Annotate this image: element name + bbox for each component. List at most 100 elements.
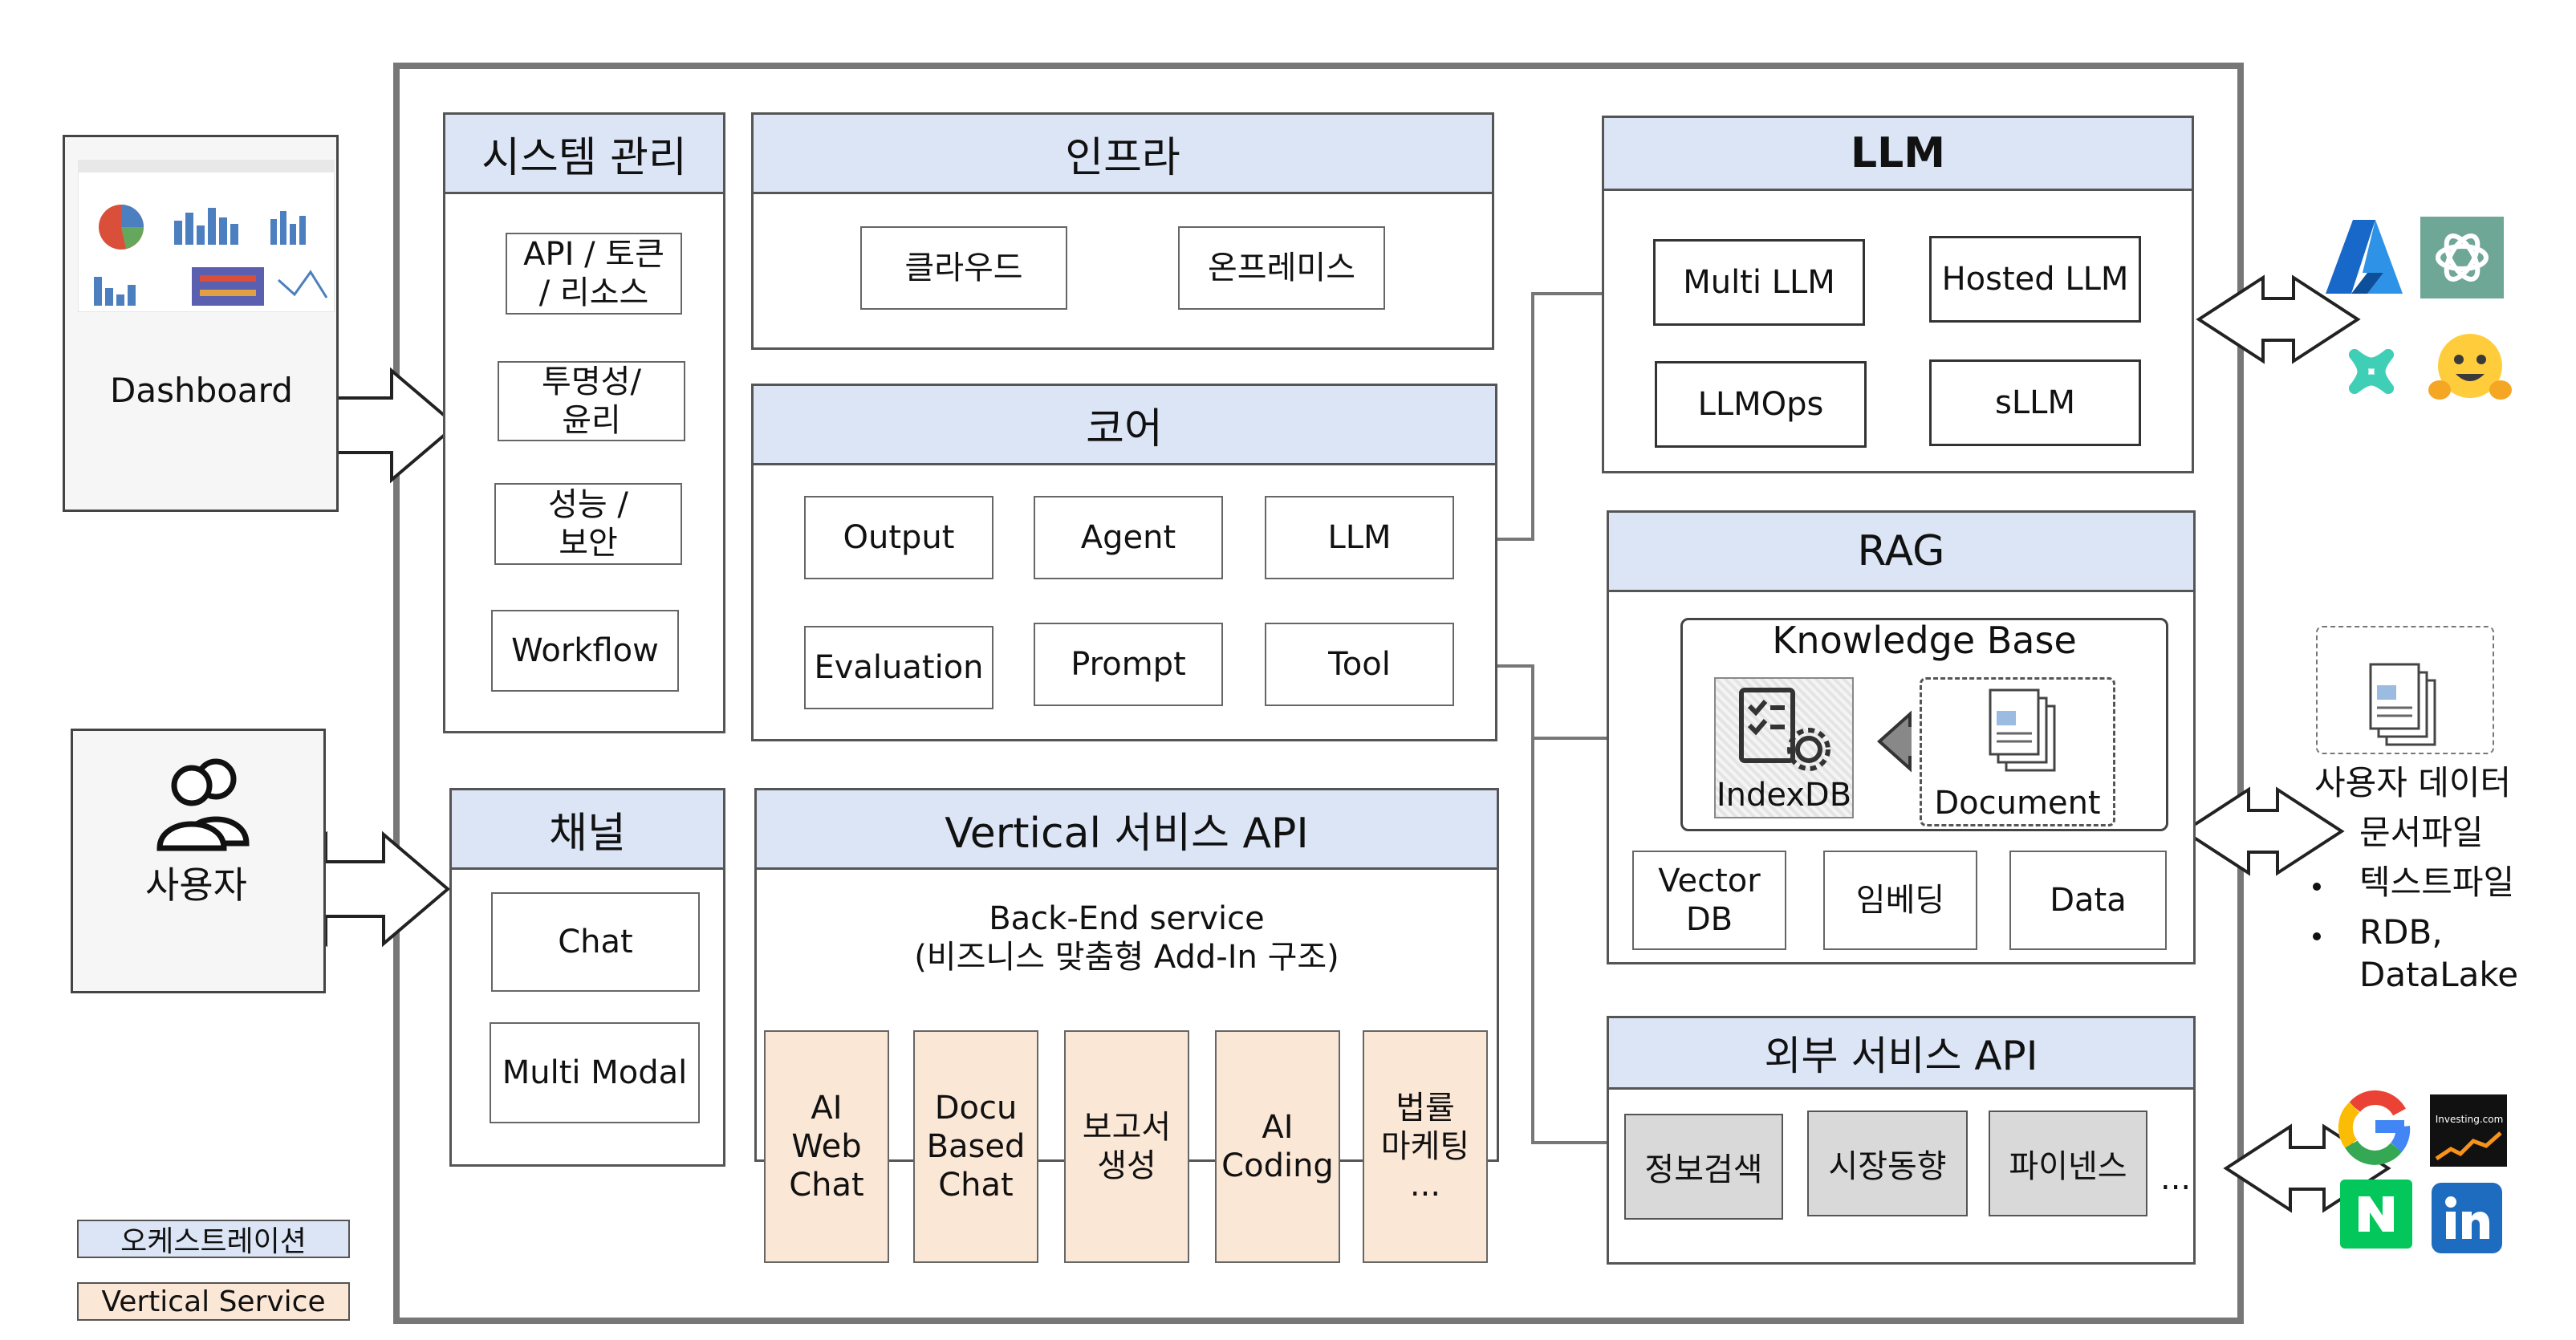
rag-vector-db-l2: DB xyxy=(1685,901,1733,938)
vertical-desc-1: Back-End service xyxy=(989,900,1265,937)
system-item-security-l2: 보안 xyxy=(559,525,618,562)
core-llm[interactable]: LLM xyxy=(1265,496,1454,579)
llm-title: LLM xyxy=(1604,118,2192,191)
knowledge-base-title: Knowledge Base xyxy=(1772,619,2077,662)
llm-multi[interactable]: Multi LLM xyxy=(1653,239,1865,326)
vs-docu-based-chat[interactable]: Docu Based Chat xyxy=(913,1030,1038,1263)
vs-ai-coding[interactable]: AI Coding xyxy=(1215,1030,1340,1263)
investing-chart-icon xyxy=(2435,1131,2502,1161)
channel-multimodal[interactable]: Multi Modal xyxy=(490,1022,700,1123)
huggingface-logo xyxy=(2428,334,2512,400)
core-prompt[interactable]: Prompt xyxy=(1034,623,1223,706)
google-logo xyxy=(2338,1090,2411,1165)
vs-legal-marketing-l3: ... xyxy=(1409,1167,1441,1204)
vs-legal-marketing-l2: 마케팅 xyxy=(1380,1128,1470,1165)
document-icon xyxy=(1989,688,2056,772)
naver-logo xyxy=(2340,1180,2412,1249)
infra-title: 인프라 xyxy=(754,115,1492,194)
vs-ai-web-chat-l1: AI xyxy=(811,1090,843,1127)
user-data-title: 사용자 데이터 xyxy=(2314,763,2512,802)
user-data-item-3: RDB, DataLake xyxy=(2359,912,2519,994)
platform-frame xyxy=(393,63,2244,1324)
rag-title: RAG xyxy=(1609,513,2193,592)
vs-ai-web-chat[interactable]: AI Web Chat xyxy=(764,1030,889,1263)
investing-logo: Investing.com xyxy=(2430,1094,2507,1167)
indexdb-box[interactable] xyxy=(1714,677,1854,818)
openai-logo xyxy=(2420,217,2504,298)
vs-docu-based-chat-l3: Chat xyxy=(938,1167,1014,1204)
document-label: Document xyxy=(1934,785,2101,822)
vertical-title: Vertical 서비스 API xyxy=(757,790,1497,870)
vs-docu-based-chat-l1: Docu xyxy=(934,1090,1018,1127)
external-title: 외부 서비스 API xyxy=(1609,1018,2193,1090)
left-arrow-icon xyxy=(1877,710,1912,773)
system-item-ethics[interactable]: 투명성/ 윤리 xyxy=(498,361,685,441)
llm-ops[interactable]: LLMOps xyxy=(1655,361,1867,448)
investing-text: Investing.com xyxy=(2435,1114,2504,1125)
external-search[interactable]: 정보검색 xyxy=(1624,1114,1783,1220)
claude-like-logo xyxy=(2349,349,2394,394)
system-title: 시스템 관리 xyxy=(445,115,723,194)
system-item-api-l1: API / 토큰 xyxy=(523,236,664,273)
infra-onprem[interactable]: 온프레미스 xyxy=(1178,226,1385,310)
system-item-workflow[interactable]: Workflow xyxy=(491,610,679,692)
user-icon xyxy=(156,758,250,851)
vs-ai-web-chat-l2: Web xyxy=(791,1128,862,1165)
system-item-ethics-l2: 윤리 xyxy=(562,402,621,439)
core-agent[interactable]: Agent xyxy=(1034,496,1223,579)
user-data-item-1: 문서파일 xyxy=(2359,813,2484,852)
core-evaluation[interactable]: Evaluation xyxy=(804,626,993,709)
core-tool[interactable]: Tool xyxy=(1265,623,1454,706)
llm-hosted[interactable]: Hosted LLM xyxy=(1929,236,2141,323)
user-data-doc-icon xyxy=(2369,663,2436,746)
llm-sllm[interactable]: sLLM xyxy=(1929,359,2141,446)
azure-logo xyxy=(2326,220,2403,294)
system-item-api[interactable]: API / 토큰 / 리소스 xyxy=(506,233,682,315)
user-data-item-2: 텍스트파일 xyxy=(2359,863,2515,902)
external-finance[interactable]: 파이넨스 xyxy=(1989,1111,2147,1216)
user-label: 사용자 xyxy=(145,863,247,907)
system-item-security[interactable]: 성능 / 보안 xyxy=(494,483,682,565)
system-item-api-l2: / 리소스 xyxy=(538,274,649,311)
llm-logos-arrow xyxy=(2196,274,2361,364)
system-item-workflow-label: Workflow xyxy=(511,632,659,669)
vs-legal-marketing[interactable]: 법률 마케팅 ... xyxy=(1363,1030,1488,1263)
user-panel[interactable]: 사용자 xyxy=(71,729,326,993)
openai-knot-icon xyxy=(2436,233,2489,282)
external-more: ... xyxy=(2160,1160,2192,1197)
external-market[interactable]: 시장동향 xyxy=(1807,1111,1968,1216)
rag-vector-db-l1: Vector xyxy=(1658,863,1761,899)
bullet-icon xyxy=(2313,932,2321,940)
channel-chat[interactable]: Chat xyxy=(491,892,700,992)
connector-tool-external xyxy=(1531,738,1610,1144)
vs-ai-web-chat-l3: Chat xyxy=(789,1167,864,1204)
system-item-security-l1: 성능 / xyxy=(548,486,628,523)
vs-legal-marketing-l1: 법률 xyxy=(1396,1090,1455,1127)
legend-orchestration: 오케스트레이션 xyxy=(77,1220,350,1258)
vs-docu-based-chat-l2: Based xyxy=(926,1128,1026,1165)
indexdb-label: IndexDB xyxy=(1716,777,1852,814)
infra-cloud[interactable]: 클라우드 xyxy=(860,226,1067,310)
linkedin-in-icon xyxy=(2445,1196,2489,1239)
rag-vector-db[interactable]: Vector DB xyxy=(1632,851,1786,950)
legend-vertical-service: Vertical Service xyxy=(77,1282,350,1321)
vs-report-l2: 생성 xyxy=(1097,1147,1156,1184)
user-data-panel[interactable] xyxy=(2316,626,2494,754)
rag-data[interactable]: Data xyxy=(2009,851,2167,950)
vs-report[interactable]: 보고서 생성 xyxy=(1064,1030,1189,1263)
vs-report-l1: 보고서 xyxy=(1082,1109,1172,1146)
vs-ai-coding-l1: AI xyxy=(1262,1109,1294,1146)
core-output[interactable]: Output xyxy=(804,496,993,579)
vertical-desc-2: (비즈니스 맞춤형 Add-In 구조) xyxy=(914,939,1339,976)
rag-embedding[interactable]: 임베딩 xyxy=(1823,851,1977,950)
linkedin-logo xyxy=(2432,1183,2502,1253)
rag-userdata-arrow xyxy=(2181,786,2345,876)
dashboard-panel[interactable]: Dashboard xyxy=(63,135,339,512)
core-title: 코어 xyxy=(754,386,1495,465)
naver-n-icon xyxy=(2359,1196,2394,1232)
indexdb-icon xyxy=(1739,688,1830,771)
channel-title: 채널 xyxy=(452,790,723,870)
system-item-ethics-l1: 투명성/ xyxy=(542,363,641,400)
vs-ai-coding-l2: Coding xyxy=(1221,1147,1334,1184)
dashboard-label: Dashboard xyxy=(110,371,293,410)
